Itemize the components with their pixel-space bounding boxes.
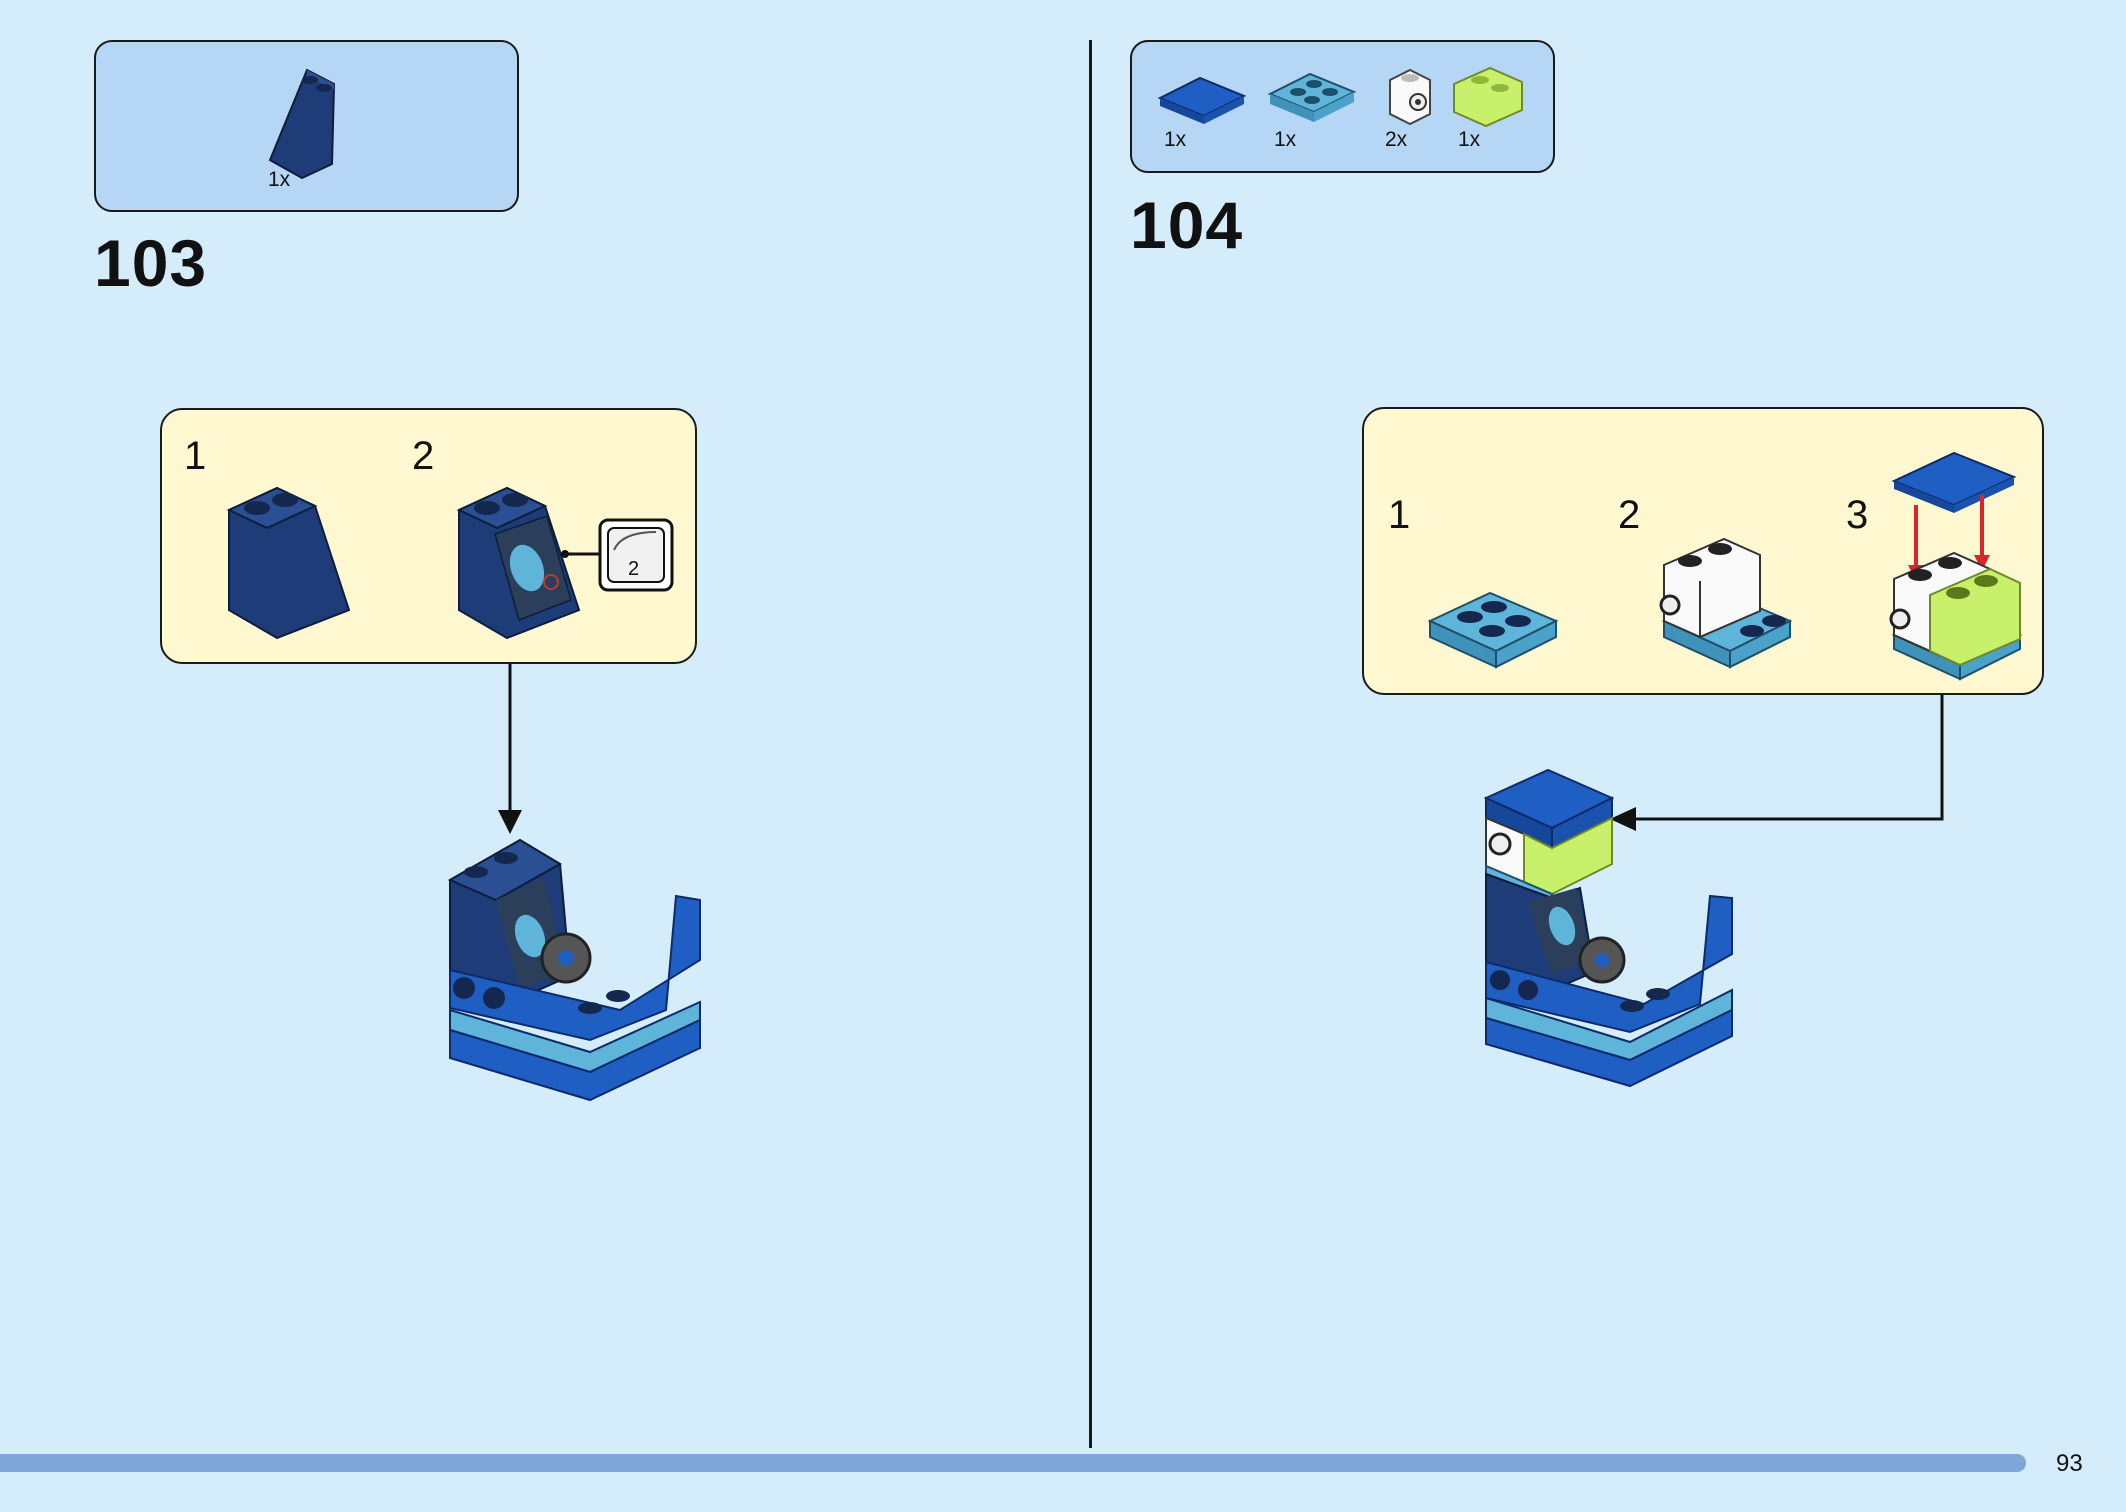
arcade-seat-model-step-104 (1483, 768, 1733, 1088)
dark-blue-slope-part (268, 68, 336, 180)
part-qty: 1x (1458, 128, 1481, 151)
parts-list-step-103: 1x (94, 40, 519, 212)
substep-number: 3 (1846, 493, 1869, 537)
blue-tile-part (1157, 76, 1247, 124)
assembly-arrow (498, 664, 522, 834)
white-brick-with-stud-part (1389, 68, 1431, 126)
step-number-103: 103 (94, 226, 208, 300)
sticker-number: 2 (628, 558, 640, 580)
subassembly-box-step-104: 1 2 3 (1362, 407, 2044, 695)
page-number: 93 (2056, 1450, 2083, 1477)
azure-plate-part (1267, 72, 1357, 122)
arcade-seat-model-step-103 (447, 838, 701, 1102)
part-qty: 1x (1164, 128, 1187, 151)
step-number-104: 104 (1130, 188, 1244, 262)
substep-number: 1 (184, 434, 207, 478)
slope-brick-illustration (226, 486, 351, 640)
part-qty: 2x (1385, 128, 1408, 151)
page-divider (1089, 40, 1092, 1448)
slope-with-sticker-illustration (456, 486, 581, 640)
substep-number: 2 (412, 434, 435, 478)
plate-with-green-brick-and-tile-illustration (1889, 451, 2023, 681)
subassembly-box-step-103: 1 2 2 (160, 408, 697, 664)
substep-number: 2 (1618, 493, 1641, 537)
part-qty: 1x (268, 168, 291, 191)
azure-plate-illustration (1427, 591, 1559, 669)
assembly-arrow (1610, 695, 1944, 831)
trans-green-brick-part (1453, 66, 1523, 128)
sticker-callout (561, 518, 674, 592)
parts-list-step-104: 1x 1x 2x 1x (1130, 40, 1555, 173)
part-qty: 1x (1274, 128, 1297, 151)
progress-bar (0, 1454, 2026, 1472)
substep-number: 1 (1388, 493, 1411, 537)
plate-with-white-bricks-illustration (1659, 537, 1793, 669)
